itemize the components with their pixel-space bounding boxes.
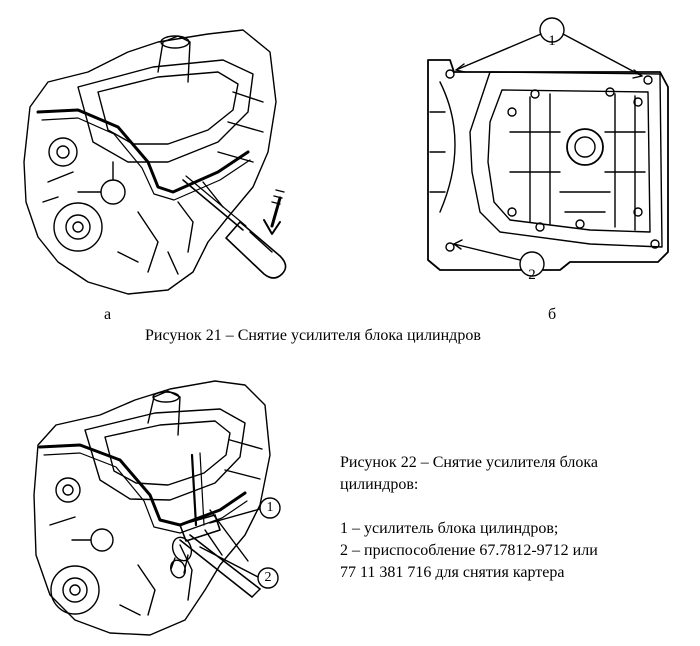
figure-21b-label: б [548,306,557,323]
legend-item-1: 1 – усилитель блока цилиндров; [340,520,559,537]
callout-1-label: 1 [548,33,556,49]
legend-item-2: 2 – приспособление 67.7812-9712 или [340,542,598,559]
figure-21b-drawing: 1 2 [410,12,695,292]
figure-22-caption-line1: Рисунок 22 – Снятие усилителя блока [340,454,598,471]
fig22-callout-2-label: 2 [264,570,272,585]
callout-2-label: 2 [528,267,536,283]
legend-item-3: 77 11 381 716 для снятия картера [340,564,565,581]
figure-22-caption-block: Рисунок 22 – Снятие усилителя блока цили… [340,452,670,584]
figure-21a-drawing [18,12,318,297]
figure-22-drawing: 1 2 [30,375,290,640]
figure-21-caption: Рисунок 21 – Снятие усилителя блока цили… [145,327,481,344]
figure-22-caption-line2: цилиндров: [340,476,419,493]
figure-21a-label: а [104,306,112,323]
fig22-callout-1-label: 1 [266,500,274,515]
